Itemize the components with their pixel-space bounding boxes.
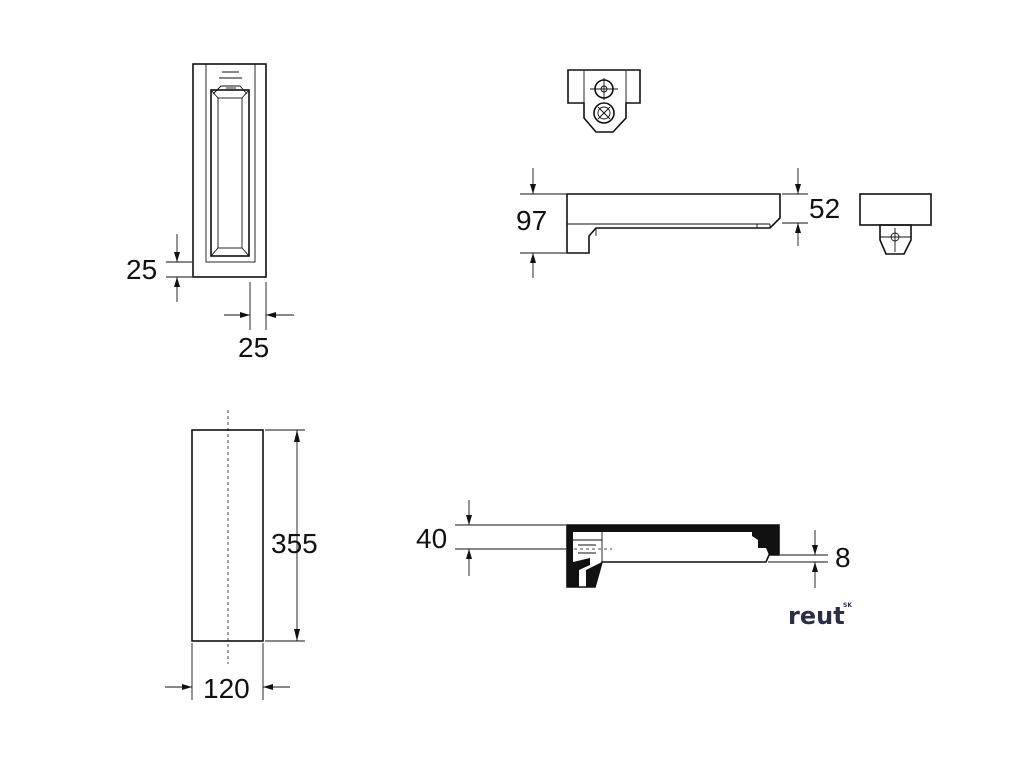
dim-front-bottom-width: 25 [224, 282, 294, 363]
top-view [191, 410, 264, 664]
dim-label-body-length: 355 [271, 528, 318, 559]
front-view [192, 63, 267, 278]
end-view [859, 193, 932, 255]
dim-label-front-bottom-width: 25 [238, 332, 269, 363]
dim-side-height: 97 [516, 168, 566, 278]
brand-logo-superscript: SK [843, 602, 852, 609]
dim-front-bottom-height: 25 [126, 234, 192, 302]
top-detail-bolt-lower [593, 102, 615, 124]
section-view-outline [566, 524, 780, 588]
dim-label-side-height: 97 [516, 205, 547, 236]
front-view-top-detail [212, 85, 248, 95]
dim-base-height: 40 [416, 500, 566, 576]
front-view-slot [210, 89, 250, 257]
dim-label-body-width: 120 [203, 673, 250, 704]
top-detail-outline [567, 69, 641, 133]
section-view [550, 524, 780, 588]
top-view-outline [191, 429, 264, 642]
dim-label-side-front-height: 52 [809, 193, 840, 224]
front-view-inner-frame [205, 63, 256, 263]
dim-label-base-lip: 8 [835, 542, 851, 573]
brand-logo-text: reut [788, 602, 845, 630]
dim-label-base-height: 40 [416, 523, 447, 554]
side-view [566, 193, 781, 254]
dim-body-length: 355 [265, 429, 318, 642]
top-detail-view [567, 69, 641, 133]
section-view-top-wall [567, 525, 779, 532]
side-view-outline [566, 193, 781, 254]
brand-logo: reut SK [788, 602, 852, 630]
dim-label-front-bottom-height: 25 [126, 254, 157, 285]
dim-body-width: 120 [165, 643, 290, 704]
end-view-outline [859, 193, 932, 226]
front-view-slot-inner [217, 97, 243, 249]
dim-base-lip: 8 [768, 530, 851, 588]
end-view-mount [879, 224, 912, 255]
dim-side-front-height: 52 [782, 168, 840, 246]
